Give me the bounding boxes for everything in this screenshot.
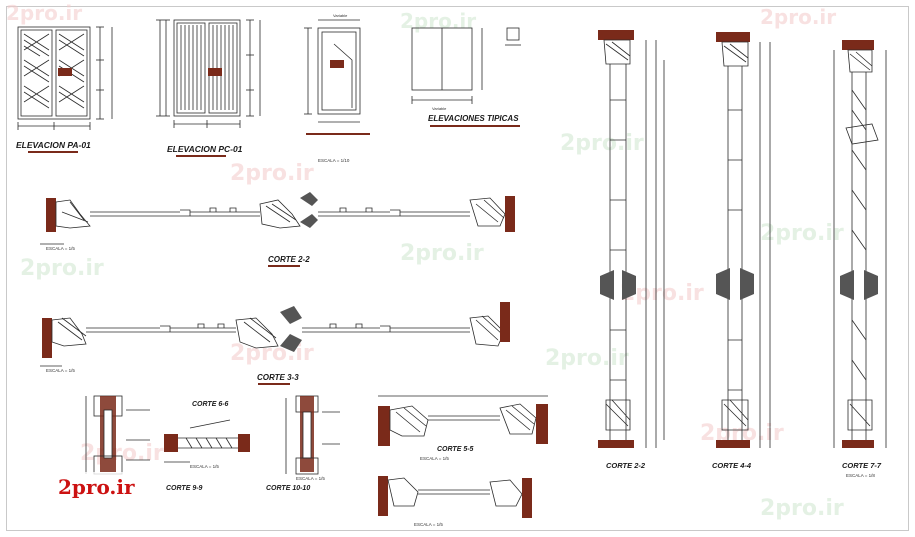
title-elevacion-pc01: ELEVACION PC-01 [167, 144, 243, 154]
elevation-pc01 [156, 19, 261, 128]
watermark: 2pro.ir [20, 256, 104, 281]
watermark: 2pro.ir [760, 496, 844, 521]
section-7-7-vertical [833, 40, 887, 448]
section-10-10 [285, 395, 340, 475]
elevation-typical [411, 27, 521, 104]
title-corte-2-2-vertical: CORTE 2-2 [606, 461, 646, 470]
watermark-layer: 2pro.ir 2pro.ir 2pro.ir 2pro.ir 2pro.ir … [6, 1, 844, 521]
section-9-9 [164, 419, 250, 463]
escala-corte-9-9: ESCALA = 1/5 [190, 464, 219, 469]
section-4-4-vertical [716, 32, 771, 448]
escala-corte-5-5-b: ESCALA = 1/5 [414, 522, 443, 527]
section-2-2-horizontal [40, 192, 515, 245]
watermark: 2pro.ir [545, 346, 629, 371]
watermark: 2pro.ir [560, 131, 644, 156]
watermark: 2pro.ir [400, 9, 476, 33]
title-corte-2-2-horizontal: CORTE 2-2 [268, 255, 310, 264]
escala-corte-2-2: ESCALA = 1/5 [46, 246, 75, 251]
elevation-pa01 [17, 26, 113, 130]
section-3-3-horizontal [40, 302, 510, 367]
title-elevaciones-tipicas: ELEVACIONES TIPICAS [428, 114, 519, 123]
elevation-jamb [304, 19, 370, 135]
section-2-2-vertical [598, 30, 665, 448]
note-variable-2: Variable [432, 106, 447, 111]
note-variable: Variable [333, 13, 348, 18]
escala-corte-10-10: ESCALA = 1/5 [296, 476, 325, 481]
watermark: 2pro.ir [6, 1, 82, 25]
section-5-5 [378, 395, 548, 518]
title-corte-3-3: CORTE 3-3 [257, 373, 299, 382]
escala-corte-7-7: ESCALA = 1/8 [846, 473, 875, 478]
escala-corte-5-5: ESCALA = 1/5 [420, 456, 449, 461]
logo-text: 2pro.ir [58, 475, 135, 499]
escala-note: ESCALA = 1/10 [318, 158, 350, 163]
title-corte-10-10: CORTE 10-10 [266, 485, 310, 492]
title-corte-7-7: CORTE 7-7 [842, 461, 882, 470]
title-elevacion-pa01: ELEVACION PA-01 [16, 140, 91, 150]
watermark: 2pro.ir [400, 241, 484, 266]
title-corte-5-5: CORTE 5-5 [437, 446, 474, 453]
title-corte-6-6: CORTE 6-6 [192, 401, 229, 408]
watermark: 2pro.ir [230, 341, 314, 366]
section-6-6 [85, 395, 150, 475]
watermark: 2pro.ir [230, 161, 314, 186]
watermark: 2pro.ir [760, 221, 844, 246]
watermark: 2pro.ir [760, 5, 836, 29]
escala-corte-3-3: ESCALA = 1/5 [46, 368, 75, 373]
site-logo: 2pro.ir [54, 472, 150, 499]
title-corte-4-4: CORTE 4-4 [712, 461, 752, 470]
sheet-border [6, 6, 909, 531]
title-corte-9-9: CORTE 9-9 [166, 485, 203, 492]
